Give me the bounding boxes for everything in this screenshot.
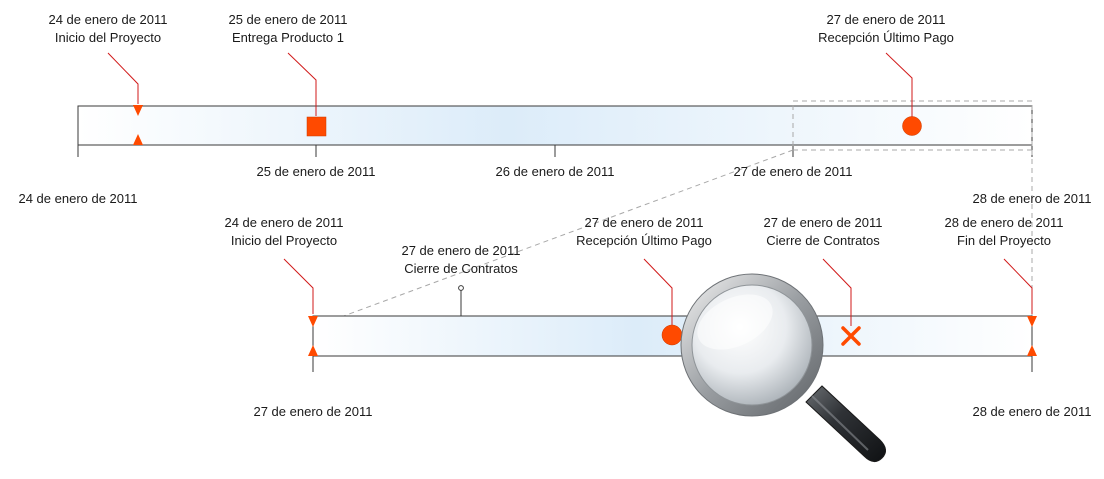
zoom-milestone-3-leader bbox=[643, 258, 673, 325]
zoom-milestone-5-marker-up bbox=[1027, 345, 1037, 356]
zoom-milestone-1-marker-down bbox=[308, 316, 318, 327]
zoom-milestone-2-date: 27 de enero de 2011 bbox=[401, 243, 521, 258]
zoom-milestone-2-name: Cierre de Contratos bbox=[404, 261, 518, 276]
top-milestone-1-leader bbox=[107, 52, 139, 104]
top-axis-label-26: 26 de enero de 2011 bbox=[495, 164, 615, 179]
top-axis-label-25: 25 de enero de 2011 bbox=[256, 164, 376, 179]
top-milestone-3-date: 27 de enero de 2011 bbox=[826, 12, 946, 27]
top-milestone-1-name: Inicio del Proyecto bbox=[54, 30, 162, 45]
zoom-milestone-5-name: Fin del Proyecto bbox=[957, 233, 1051, 248]
zoom-milestone-1-name: Inicio del Proyecto bbox=[230, 233, 338, 248]
zoom-axis-label-end: 28 de enero de 2011 bbox=[972, 404, 1092, 419]
zoom-milestone-4-label: 27 de enero de 2011 Cierre de Contratos bbox=[763, 214, 882, 250]
top-milestone-2-leader bbox=[287, 52, 317, 116]
zoom-milestone-3-label: 27 de enero de 2011 Recepción Último Pag… bbox=[576, 214, 712, 250]
zoom-milestone-1-leader bbox=[283, 258, 314, 314]
zoom-milestone-5-date: 28 de enero de 2011 bbox=[944, 215, 1064, 230]
zoom-milestone-4-name: Cierre de Contratos bbox=[766, 233, 880, 248]
zoom-axis-label-start: 27 de enero de 2011 bbox=[253, 404, 373, 419]
top-milestone-2-label: 25 de enero de 2011 Entrega Producto 1 bbox=[228, 11, 347, 47]
top-milestone-3-leader bbox=[885, 52, 913, 117]
zoom-milestone-5-marker-down bbox=[1027, 316, 1037, 327]
top-milestone-1-marker-up bbox=[133, 134, 143, 145]
zoom-milestone-2-label: 27 de enero de 2011 Cierre de Contratos bbox=[401, 242, 520, 278]
top-milestone-3-name: Recepción Último Pago bbox=[818, 30, 954, 45]
zoom-milestone-5-leader bbox=[1003, 258, 1033, 314]
zoom-milestone-4-date: 27 de enero de 2011 bbox=[763, 215, 883, 230]
zoom-milestone-1-date: 24 de enero de 2011 bbox=[224, 215, 344, 230]
top-milestone-1-marker-down bbox=[133, 105, 143, 116]
zoom-connector-left bbox=[313, 149, 794, 328]
zoom-milestone-1-marker-up bbox=[308, 345, 318, 356]
top-milestone-2-name: Entrega Producto 1 bbox=[231, 30, 345, 45]
top-axis-label-start: 24 de enero de 2011 bbox=[18, 191, 138, 206]
top-milestone-1-label: 24 de enero de 2011 Inicio del Proyecto bbox=[48, 11, 167, 47]
top-milestone-1-date: 24 de enero de 2011 bbox=[48, 12, 168, 27]
zoom-milestone-1-label: 24 de enero de 2011 Inicio del Proyecto bbox=[224, 214, 343, 250]
top-milestone-2-marker bbox=[306, 116, 327, 137]
zoom-milestone-3-marker bbox=[661, 324, 683, 346]
top-axis-label-end: 28 de enero de 2011 bbox=[972, 191, 1092, 206]
zoom-milestone-3-date: 27 de enero de 2011 bbox=[584, 215, 704, 230]
top-timeline-bar bbox=[77, 105, 1033, 146]
top-milestone-2-date: 25 de enero de 2011 bbox=[228, 12, 348, 27]
zoom-milestone-2-marker bbox=[458, 285, 464, 291]
top-axis-label-27: 27 de enero de 2011 bbox=[733, 164, 853, 179]
zoom-milestone-3-name: Recepción Último Pago bbox=[576, 233, 712, 248]
zoom-milestone-5-label: 28 de enero de 2011 Fin del Proyecto bbox=[944, 214, 1063, 250]
zoom-milestone-4-leader bbox=[822, 258, 852, 326]
top-milestone-3-label: 27 de enero de 2011 Recepción Último Pag… bbox=[818, 11, 954, 47]
zoom-milestone-4-marker bbox=[841, 326, 861, 346]
top-milestone-3-marker bbox=[902, 116, 922, 136]
magnifying-glass-icon bbox=[680, 273, 886, 462]
